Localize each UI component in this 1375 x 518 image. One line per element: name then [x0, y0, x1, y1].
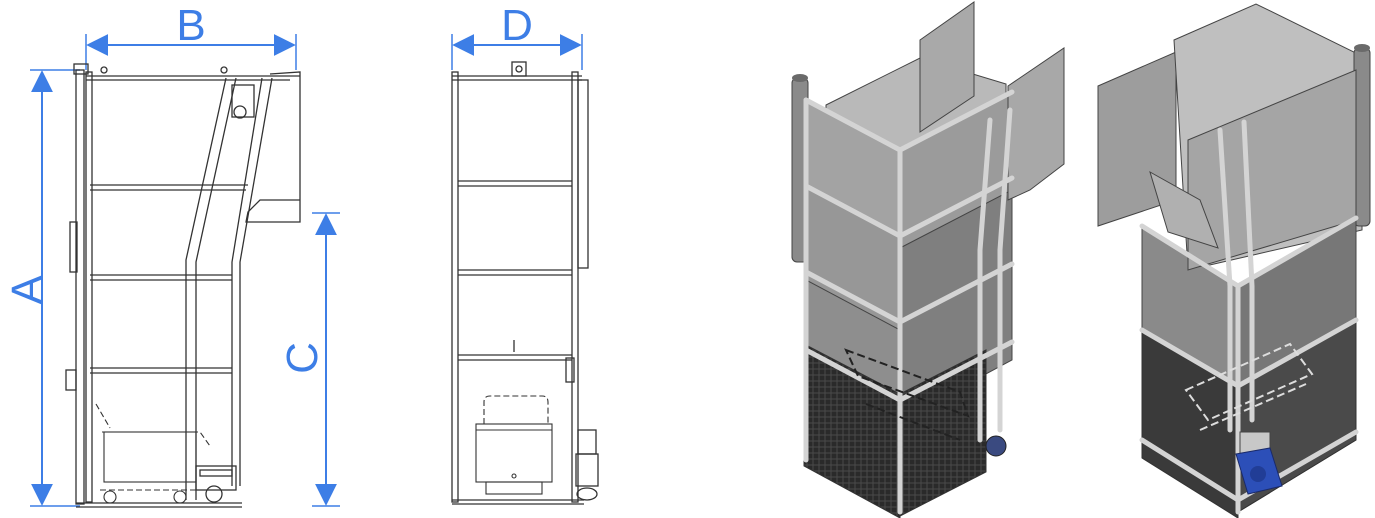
isometric-view-front: [791, 1, 1065, 518]
dimension-d-label: D: [501, 1, 533, 50]
motor-icon: [576, 487, 598, 501]
side-motor: [195, 465, 237, 503]
front-bin: [475, 395, 553, 495]
front-frame: [451, 61, 589, 505]
front-elevation-view: D: [451, 1, 599, 505]
dimension-d: D: [451, 1, 583, 70]
dimension-b-label: B: [176, 1, 205, 50]
dimension-a-label: A: [3, 275, 52, 305]
dimension-a: A: [3, 69, 80, 507]
side-elevation-view: A B C: [3, 1, 340, 508]
front-motor: [575, 429, 599, 501]
rear-motor: [1235, 431, 1283, 495]
motor-icon: [985, 435, 1007, 457]
isometric-view-rear: [1097, 3, 1371, 518]
dimension-c: C: [278, 212, 340, 507]
motor-icon: [1250, 466, 1266, 482]
side-cart: [95, 403, 211, 504]
side-frame: [65, 63, 301, 508]
wheel-icon: [103, 490, 117, 504]
dimension-c-label: C: [278, 342, 327, 374]
motor-icon: [205, 485, 223, 503]
dimension-b: B: [85, 1, 297, 70]
